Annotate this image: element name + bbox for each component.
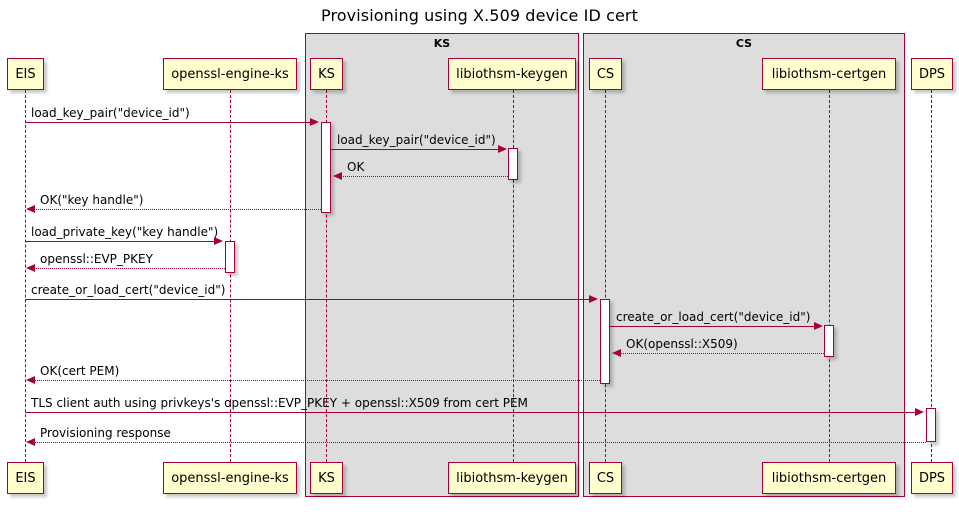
- message-line-m3: [341, 176, 508, 177]
- message-arrowhead-m9: [612, 348, 621, 357]
- participant-certgen-top[interactable]: libiothsm-certgen: [762, 58, 896, 90]
- message-label-m12: Provisioning response: [40, 426, 171, 440]
- message-label-m7: create_or_load_cert("device_id"): [31, 283, 226, 297]
- lifeline-dps: [931, 90, 932, 462]
- activation-keygen: [508, 148, 518, 180]
- activation-engine: [225, 241, 235, 273]
- lifeline-certgen: [829, 90, 830, 462]
- activation-cs: [600, 299, 610, 384]
- message-label-m4: OK("key handle"): [40, 193, 144, 207]
- participant-dps-bottom[interactable]: DPS: [911, 462, 953, 494]
- message-line-m6: [34, 268, 225, 269]
- message-line-m10: [34, 380, 600, 381]
- message-label-m3: OK: [347, 160, 365, 174]
- message-arrowhead-m10: [26, 375, 35, 384]
- activation-ks: [321, 122, 331, 213]
- message-line-m9: [620, 353, 824, 354]
- participant-cs-bottom[interactable]: CS: [589, 462, 622, 494]
- message-arrowhead-m8: [814, 321, 823, 330]
- message-label-m10: OK(cert PEM): [40, 364, 120, 378]
- participant-eis-bottom[interactable]: EIS: [7, 462, 44, 494]
- message-label-m9: OK(openssl::X509): [626, 337, 738, 351]
- message-arrowhead-m5: [214, 236, 223, 245]
- message-line-m11: [25, 412, 917, 413]
- lifeline-engine: [230, 90, 231, 462]
- group-label-cs: CS: [735, 37, 753, 50]
- message-line-m8: [610, 326, 815, 327]
- message-arrowhead-m12: [26, 437, 35, 446]
- lifeline-keygen: [513, 90, 514, 462]
- group-box-ks: [305, 33, 579, 497]
- participant-eis-top[interactable]: EIS: [7, 58, 44, 90]
- message-label-m11: TLS client auth using privkeys's openssl…: [31, 396, 528, 410]
- message-arrowhead-m2: [498, 144, 507, 153]
- message-arrowhead-m11: [915, 407, 924, 416]
- participant-engine-bottom[interactable]: openssl-engine-ks: [163, 462, 297, 494]
- message-arrowhead-m1: [310, 117, 319, 126]
- message-label-m6: openssl::EVP_PKEY: [40, 252, 153, 266]
- message-arrowhead-m3: [333, 171, 342, 180]
- participant-cs-top[interactable]: CS: [589, 58, 622, 90]
- message-arrowhead-m7: [589, 294, 598, 303]
- activation-certgen: [824, 325, 834, 357]
- message-label-m1: load_key_pair("device_id"): [31, 106, 190, 120]
- lifeline-eis: [25, 90, 26, 462]
- message-arrowhead-m6: [26, 263, 35, 272]
- activation-dps: [926, 408, 936, 442]
- message-line-m1: [25, 122, 312, 123]
- participant-keygen-bottom[interactable]: libiothsm-keygen: [448, 462, 576, 494]
- lifeline-ks: [326, 90, 327, 462]
- participant-keygen-top[interactable]: libiothsm-keygen: [448, 58, 576, 90]
- group-box-cs: [583, 33, 905, 497]
- message-line-m4: [34, 209, 321, 210]
- message-arrowhead-m4: [26, 204, 35, 213]
- diagram-title: Provisioning using X.509 device ID cert: [321, 6, 638, 25]
- message-line-m5: [25, 241, 216, 242]
- participant-certgen-bottom[interactable]: libiothsm-certgen: [762, 462, 896, 494]
- participant-dps-top[interactable]: DPS: [911, 58, 953, 90]
- message-label-m2: load_key_pair("device_id"): [337, 133, 496, 147]
- lifeline-cs: [605, 90, 606, 462]
- participant-ks-bottom[interactable]: KS: [310, 462, 343, 494]
- message-line-m7: [25, 299, 591, 300]
- group-label-ks: KS: [433, 37, 451, 50]
- message-label-m8: create_or_load_cert("device_id"): [616, 310, 811, 324]
- message-label-m5: load_private_key("key handle"): [31, 225, 219, 239]
- participant-ks-top[interactable]: KS: [310, 58, 343, 90]
- message-line-m12: [34, 442, 926, 443]
- message-line-m2: [331, 149, 499, 150]
- participant-engine-top[interactable]: openssl-engine-ks: [163, 58, 297, 90]
